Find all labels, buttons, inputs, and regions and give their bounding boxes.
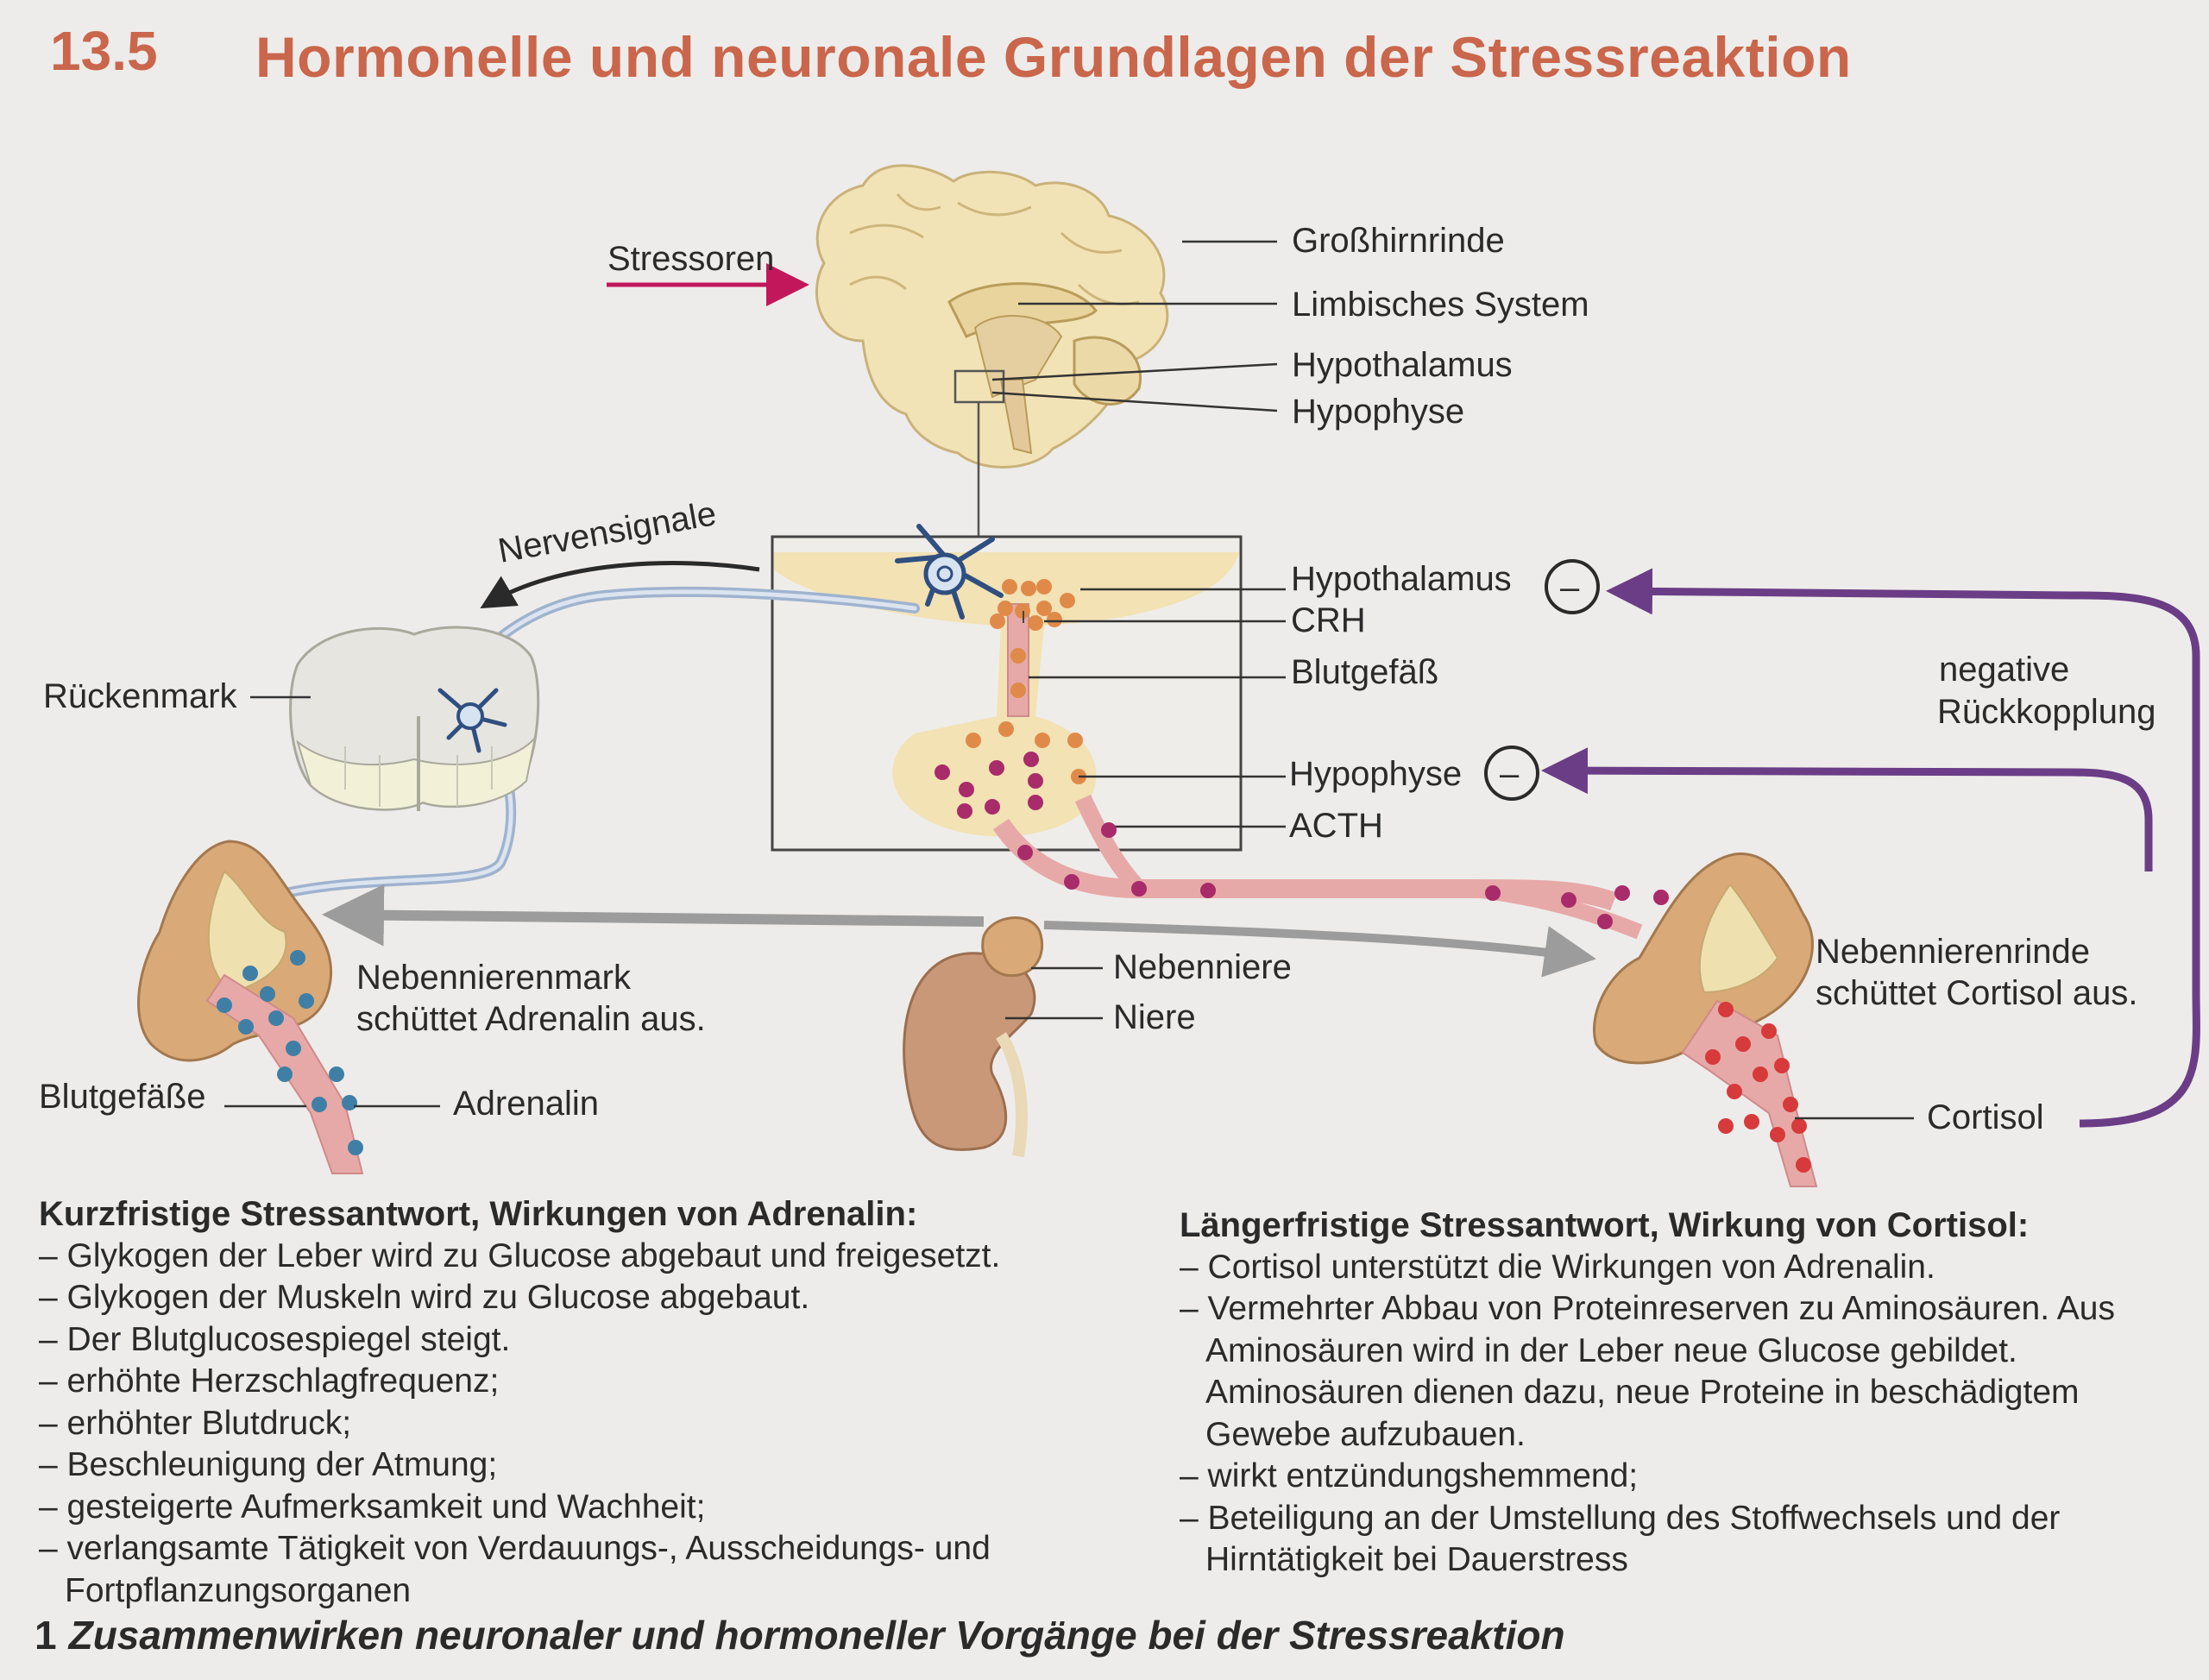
nebennierenrinde-line2: schüttet Cortisol aus.: [1816, 974, 2138, 1012]
nebenniere-label: Nebenniere: [1113, 948, 1292, 986]
rueckkopplung-label: Rückkopplung: [1937, 693, 2156, 731]
rueckenmark-label: Rückenmark: [43, 677, 238, 715]
hypophyse-box-label: Hypophyse: [1289, 755, 1462, 793]
short-term-panel: Kurzfristige Stressantwort, Wirkungen vo…: [39, 1193, 1152, 1612]
grosshirnrinde-label: Großhirnrinde: [1292, 222, 1505, 260]
crh-label: CRH: [1291, 601, 1366, 639]
brain-illustration: [816, 166, 1167, 468]
list-item: verlangsamte Tätigkeit von Verdauungs-, …: [39, 1528, 1074, 1612]
blutgefaesse-label: Blutgefäße: [39, 1078, 205, 1116]
list-item: Beteiligung an der Umstellung des Stoffw…: [1180, 1498, 2137, 1582]
acth-label: ACTH: [1289, 807, 1383, 845]
list-item: wirkt entzündungshemmend;: [1180, 1456, 2146, 1498]
spinal-cord-illustration: [291, 627, 538, 811]
minus-sign-hypothalamus: –: [1560, 569, 1580, 607]
minus-sign-hypophyse: –: [1500, 755, 1520, 793]
list-item: Der Blutglucosespiegel steigt.: [39, 1319, 1152, 1362]
caption-text: Zusammenwirken neuronaler und hormonelle…: [69, 1613, 1565, 1658]
list-item: erhöhter Blutdruck;: [39, 1403, 1152, 1445]
cortisol-label: Cortisol: [1927, 1098, 2044, 1136]
list-item: Cortisol unterstützt die Wirkungen von A…: [1180, 1247, 2146, 1289]
hypophyse-top-label: Hypophyse: [1292, 393, 1464, 431]
negative-label: negative: [1939, 651, 2069, 689]
niere-label: Niere: [1113, 998, 1196, 1036]
arrow-to-adrenal-medulla: [332, 915, 984, 922]
long-term-panel: Längerfristige Stressantwort, Wirkung vo…: [1180, 1205, 2146, 1582]
long-term-list: Cortisol unterstützt die Wirkungen von A…: [1180, 1247, 2146, 1582]
figure-caption: 1 Zusammenwirken neuronaler und hormonell…: [35, 1612, 1565, 1658]
list-item: Glykogen der Leber wird zu Glucose abgeb…: [39, 1236, 1152, 1278]
short-term-heading: Kurzfristige Stressantwort, Wirkungen vo…: [39, 1193, 1152, 1236]
list-item: Beschleunigung der Atmung;: [39, 1444, 1152, 1487]
kidney-illustration: [904, 918, 1042, 1156]
nervensignale-label: Nervensignale: [495, 494, 719, 570]
nebennierenmark-line2: schüttet Adrenalin aus.: [356, 1000, 706, 1038]
long-term-heading: Längerfristige Stressantwort, Wirkung vo…: [1180, 1205, 2146, 1247]
list-item: Glykogen der Muskeln wird zu Glucose abg…: [39, 1277, 1152, 1319]
adrenalin-label: Adrenalin: [453, 1085, 599, 1123]
feedback-arrow-hypophyse: [1549, 771, 2149, 871]
hypothalamus-box-label: Hypothalamus: [1291, 560, 1512, 598]
caption-number: 1: [35, 1613, 57, 1658]
stressoren-label: Stressoren: [607, 240, 774, 278]
list-item: gesteigerte Aufmerksamkeit und Wachheit;: [39, 1487, 1152, 1529]
blutgefaess-label: Blutgefäß: [1291, 653, 1438, 691]
nebennierenmark-line1: Nebennierenmark: [356, 959, 632, 997]
nebennierenrinde-line1: Nebennierenrinde: [1816, 933, 2090, 971]
list-item: erhöhte Herzschlagfrequenz;: [39, 1361, 1152, 1403]
short-term-list: Glykogen der Leber wird zu Glucose abgeb…: [39, 1236, 1152, 1613]
limbisches-system-label: Limbisches System: [1292, 286, 1589, 324]
hypothalamus-top-label: Hypothalamus: [1292, 346, 1513, 384]
list-item: Vermehrter Abbau von Proteinreserven zu …: [1180, 1288, 2137, 1456]
